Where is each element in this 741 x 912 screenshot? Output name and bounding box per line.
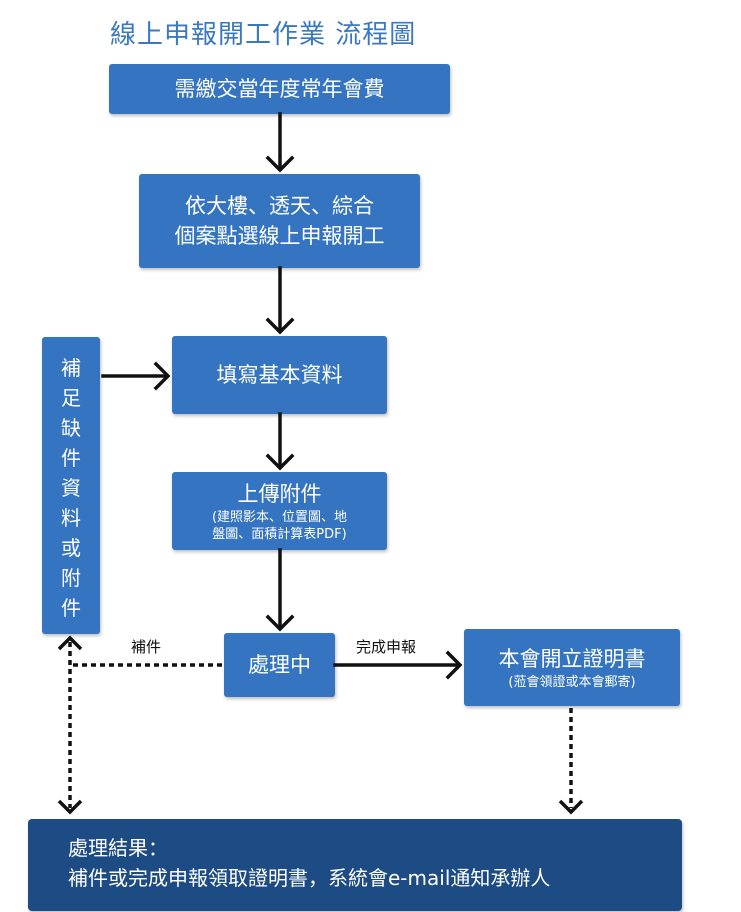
step-certificate: 本會開立證明書 (蒞會領證或本會郵寄) [464,629,680,706]
step-certificate-note: (蒞會領證或本會郵寄) [508,675,636,690]
step-certificate-title: 本會開立證明書 [498,647,646,671]
arrow-pay-to-select [265,112,295,173]
result-box: 處理結果： 補件或完成申報領取證明書，系統會e-mail通知承辦人 [28,819,682,911]
step-upload: 上傳附件 (建照影本、位置圖、地 盤圖、面積計算表PDF) [172,472,387,550]
arrow-select-to-fill [265,266,295,335]
supplement-char: 附 [61,566,81,590]
edge-label-supplement: 補件 [131,638,162,656]
step-pay-fee-label: 需繳交當年度常年會費 [174,77,385,101]
arrow-processing-to-certificate [333,650,463,680]
step-fill-basic-label: 填寫基本資料 [216,363,343,387]
step-upload-note-line1: (建照影本、位置圖、地 [211,510,348,525]
supplement-char: 料 [61,506,81,530]
result-description: 補件或完成申報領取證明書，系統會e-mail通知承辦人 [68,866,551,890]
supplement-char: 資 [61,476,81,500]
arrowhead-down-result-left [57,799,83,815]
arrowhead-up-supplement [57,635,83,651]
arrowhead-down-result-right [558,799,584,815]
step-processing: 處理中 [224,633,335,697]
supplement-char: 件 [61,446,81,470]
supplement-char: 或 [61,536,81,560]
edge-label-complete: 完成申報 [356,638,417,656]
step-pay-fee: 需繳交當年度常年會費 [109,64,450,114]
arrow-fill-to-upload [265,412,295,471]
step-upload-note-line2: 盤圖、面積計算表PDF) [212,527,347,542]
supplement-box: 補 足 缺 件 資 料 或 附 件 [42,337,100,634]
supplement-char: 足 [61,386,81,410]
step-select-case-line2: 個案點選線上申報開工 [174,224,385,248]
arrow-supplement-to-fill [101,361,171,391]
supplement-char: 件 [61,596,81,620]
step-fill-basic: 填寫基本資料 [172,336,387,414]
step-upload-title: 上傳附件 [237,482,322,506]
step-select-case: 依大樓、透天、綜合 個案點選線上申報開工 [139,174,420,268]
arrow-upload-to-processing [265,548,295,632]
step-processing-label: 處理中 [248,653,311,677]
step-select-case-line1: 依大樓、透天、綜合 [185,194,374,218]
supplement-char: 補 [61,356,81,380]
diagram-title: 線上申報開工作業 流程圖 [110,20,417,50]
supplement-char: 缺 [61,416,81,440]
result-heading: 處理結果： [68,836,168,860]
